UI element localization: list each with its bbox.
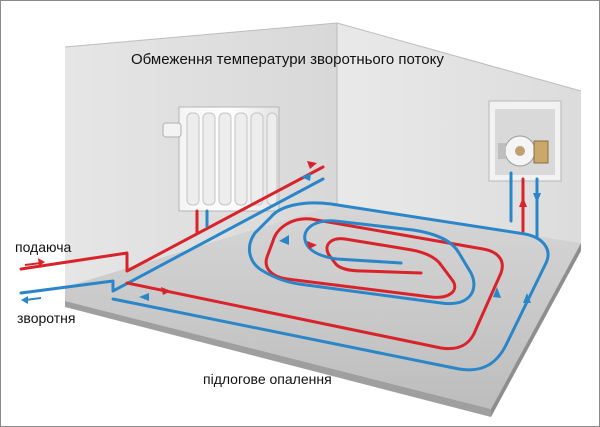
return-label: зворотня [17, 310, 76, 326]
flow-arrows [21, 161, 541, 304]
floor [65, 204, 581, 409]
diagram-title: Обмеження температури зворотнього потоку [131, 51, 444, 68]
arrow-right-up [493, 287, 501, 298]
arrow-inner-red [307, 241, 317, 249]
arrow-riser-up [519, 197, 527, 207]
floor-slab-edge [65, 301, 491, 417]
supply-main-pipe [19, 165, 325, 273]
return-temperature-limiter-box [488, 100, 562, 182]
return-main-pipe [19, 177, 325, 295]
arrow-inner-blue [279, 235, 289, 245]
floor-loop-supply [125, 217, 504, 351]
arrow-riser-down [533, 193, 541, 203]
right-wall-top-edge [336, 22, 582, 92]
arrow-return-wall [301, 173, 311, 181]
back-wall-top-edge [64, 22, 338, 48]
arrow-supply-wall [307, 161, 317, 169]
arrow-supply-in [24, 262, 42, 266]
supply-label: подаюча [15, 239, 72, 255]
radiator [162, 106, 280, 212]
floor-side-edge [491, 243, 581, 417]
arrow-supply-in-head [38, 258, 45, 266]
floor-heating-label: підлогове опалення [203, 371, 332, 387]
arrow-loop-supply [161, 287, 171, 295]
arrow-return-out-head [21, 296, 28, 304]
arrow-right-down [523, 293, 531, 303]
floor-loop-return [111, 201, 550, 372]
arrow-loop-return [139, 293, 149, 301]
right-wall [337, 23, 581, 243]
